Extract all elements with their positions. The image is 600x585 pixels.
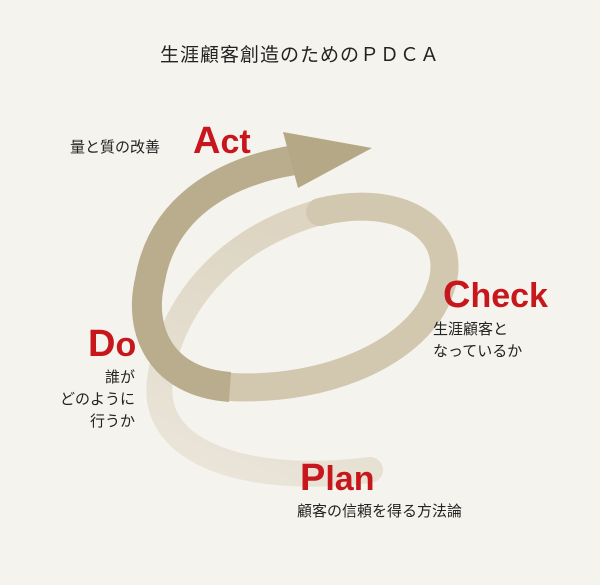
spiral-loop [216,192,459,402]
do-desc-line: 行うか [89,412,135,430]
check-description: 生涯顧客と なっているか [433,318,522,362]
do-description: 誰がどのように行うか [60,366,135,432]
check-desc-line: 生涯顧客と [433,320,509,338]
spiral-rise [131,145,298,402]
diagram-title: 生涯顧客創造のためのＰＤＣＡ [159,44,440,66]
do-desc-line: どのように [59,390,135,408]
do-initial: D [88,323,116,365]
plan-description: 顧客の信頼を得る方法論 [297,502,463,520]
spiral-tail [146,199,383,487]
plan-initial: P [300,457,326,499]
act-description: 量と質の改善 [70,138,161,156]
check-rest: heck [470,277,548,315]
stage-check: Check [443,276,548,314]
act-initial: A [193,120,221,162]
stage-do: Do [88,325,136,363]
check-desc-line: なっているか [433,342,523,360]
plan-rest: lan [325,460,375,498]
stage-act: Act [193,122,251,160]
act-rest: ct [220,123,251,161]
arrowhead [283,132,372,188]
do-desc-line: 誰が [104,368,135,386]
do-rest: o [115,326,137,364]
stage-plan: Plan [300,459,374,497]
check-initial: C [443,274,471,316]
